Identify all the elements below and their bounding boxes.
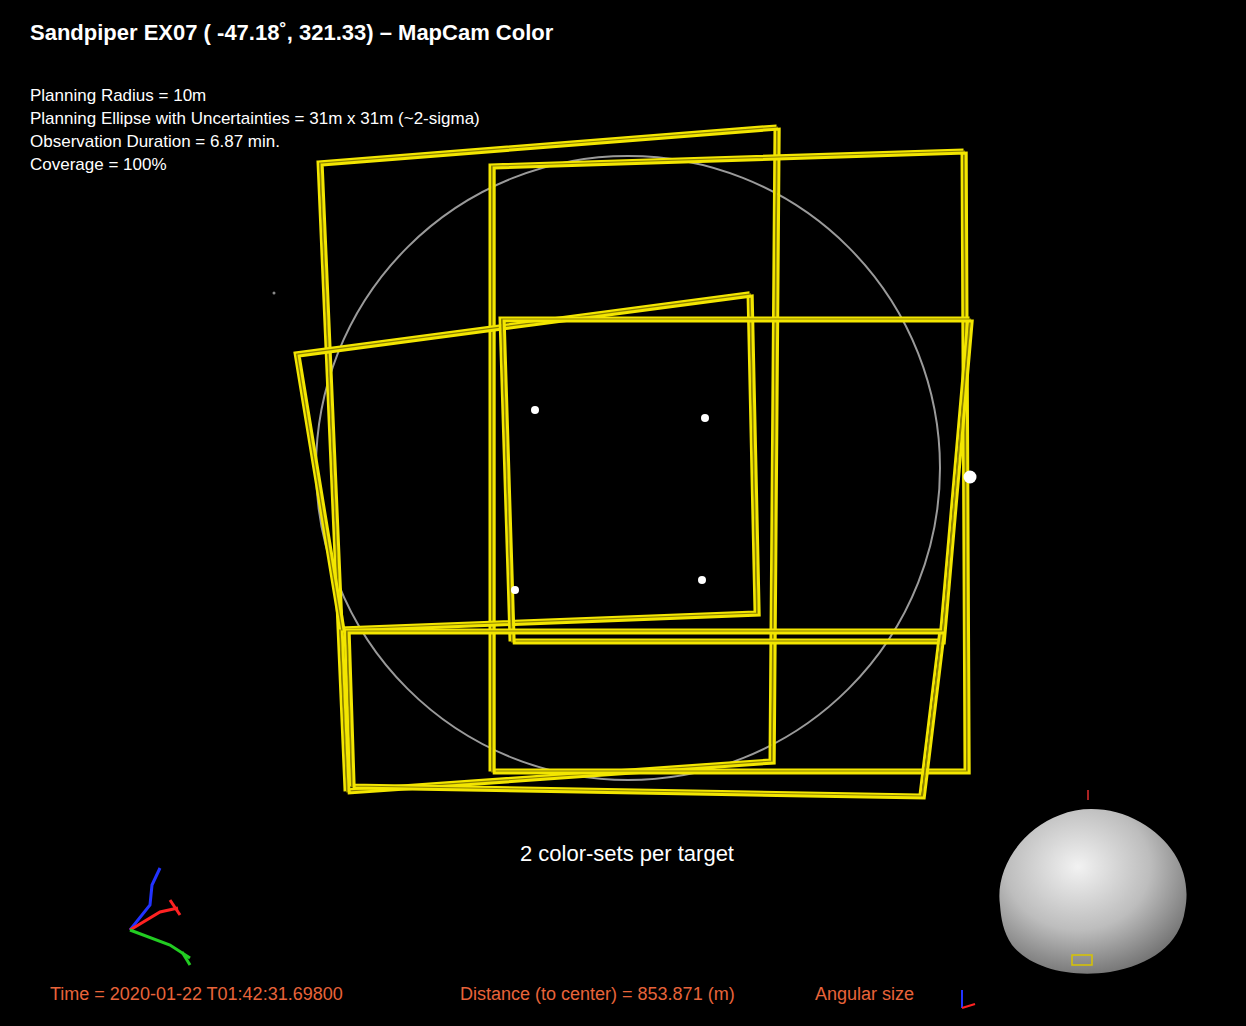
info-line: Coverage = 100% bbox=[30, 155, 167, 175]
footprint-frame bbox=[347, 632, 942, 797]
footprint-frame bbox=[492, 152, 967, 772]
footprint-frame bbox=[490, 150, 965, 770]
info-line: Observation Duration = 6.87 min. bbox=[30, 132, 280, 152]
footprint-frame bbox=[322, 129, 779, 793]
asteroid-view bbox=[962, 790, 1187, 1008]
axis-triad bbox=[130, 868, 190, 965]
title: Sandpiper EX07 ( -47.18˚, 321.33) – MapC… bbox=[30, 20, 553, 46]
footprint-frame bbox=[494, 153, 969, 773]
sun-dot bbox=[964, 471, 977, 484]
info-line: Planning Ellipse with Uncertainties = 31… bbox=[30, 109, 480, 129]
footprint-frame bbox=[318, 126, 775, 790]
footprint-frame bbox=[349, 633, 944, 798]
target-dot bbox=[701, 414, 709, 422]
footprint-frame bbox=[320, 128, 777, 792]
info-line: Planning Radius = 10m bbox=[30, 86, 206, 106]
annotation: 2 color-sets per target bbox=[520, 841, 734, 867]
target-dot bbox=[698, 576, 706, 584]
footprint-frame bbox=[299, 296, 759, 631]
star-dot bbox=[273, 292, 276, 295]
status-text: Angular size bbox=[815, 984, 914, 1005]
target-dot bbox=[511, 586, 519, 594]
planning-circle bbox=[316, 156, 940, 780]
target-dot bbox=[531, 406, 539, 414]
status-text: Time = 2020-01-22 T01:42:31.69800 bbox=[50, 984, 343, 1005]
footprint-frame bbox=[345, 630, 940, 795]
footprint-frame bbox=[502, 320, 970, 642]
footprint-frame bbox=[500, 318, 968, 640]
status-text: Distance (to center) = 853.871 (m) bbox=[460, 984, 735, 1005]
footprint-frame bbox=[504, 321, 972, 643]
footprint-frame bbox=[297, 295, 757, 630]
footprint-frames bbox=[295, 126, 972, 798]
footprint-frame bbox=[295, 293, 755, 628]
